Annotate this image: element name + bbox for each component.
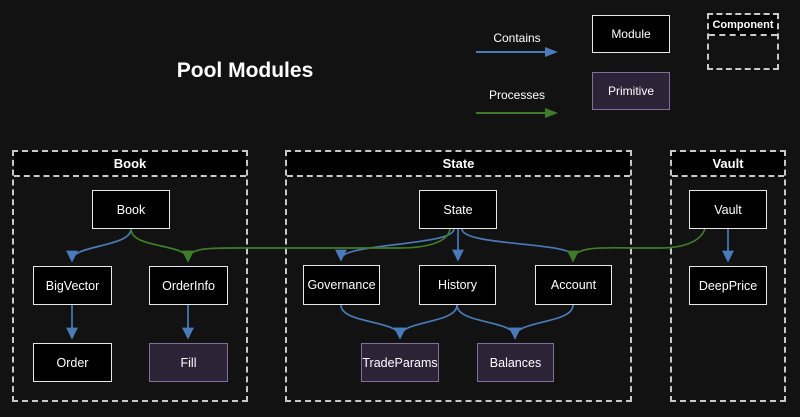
container-vault-header: Vault	[672, 152, 784, 177]
container-state-header: State	[287, 152, 630, 177]
node-account: Account	[535, 265, 612, 305]
node-history: History	[419, 265, 496, 305]
page-title: Pool Modules	[176, 59, 314, 82]
legend-module-swatch: Module	[592, 15, 670, 53]
container-book-header: Book	[14, 152, 246, 177]
processes-arrow-icon	[476, 108, 558, 118]
legend-primitive-swatch: Primitive	[592, 72, 670, 110]
node-deepprice: DeepPrice	[689, 266, 767, 305]
container-vault: Vault	[670, 150, 786, 402]
node-fill: Fill	[149, 343, 228, 382]
node-state: State	[419, 190, 497, 229]
legend-contains-label: Contains	[493, 31, 541, 45]
node-governance: Governance	[303, 265, 380, 305]
node-balances: Balances	[477, 343, 554, 382]
node-orderinfo: OrderInfo	[149, 266, 228, 305]
node-bigvector: BigVector	[33, 266, 112, 305]
legend-processes-label: Processes	[488, 88, 546, 102]
legend-component-label: Component	[709, 15, 777, 36]
node-book: Book	[92, 190, 170, 229]
node-order: Order	[33, 343, 112, 382]
node-tradeparams: TradeParams	[361, 343, 439, 382]
legend-component-swatch: Component	[707, 13, 779, 70]
node-vault: Vault	[689, 190, 767, 229]
container-book: Book	[12, 150, 248, 402]
contains-arrow-icon	[476, 47, 558, 57]
container-state: State	[285, 150, 632, 402]
